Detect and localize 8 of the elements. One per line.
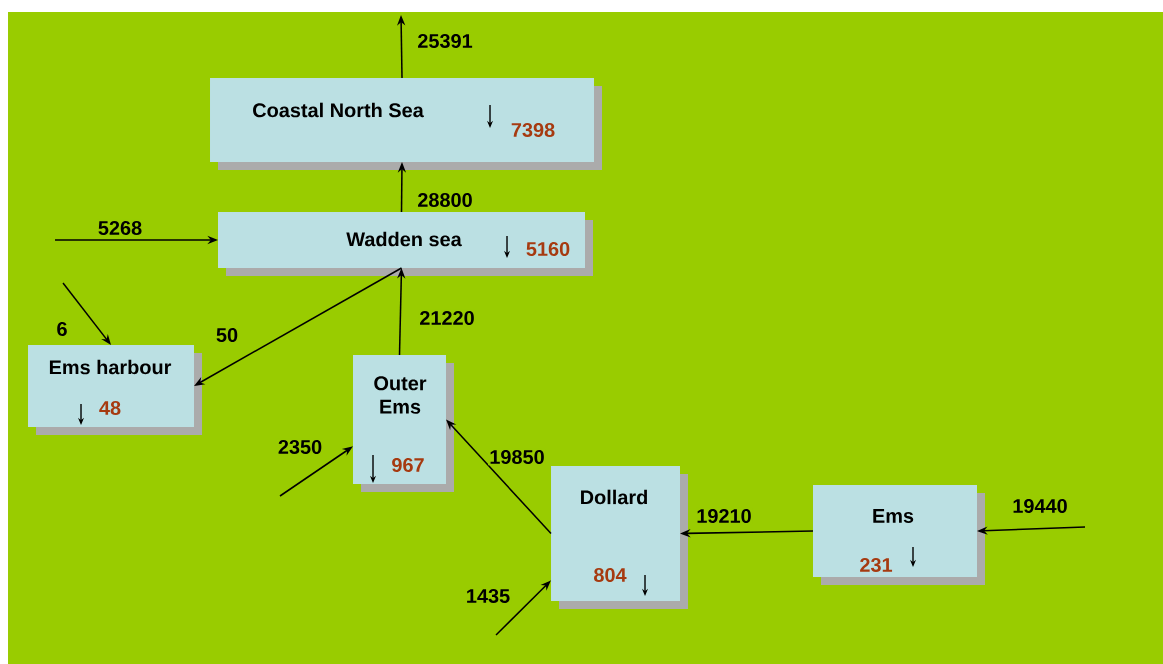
arrow xyxy=(279,446,353,497)
compartment-box: Outer Ems 967 xyxy=(353,355,454,492)
compartment-box: Dollard 804 xyxy=(551,466,688,609)
compartment-box: Wadden sea 5160 xyxy=(218,212,593,276)
compartment-box: Ems harbour 48 xyxy=(28,345,202,435)
compartment-box: Ems 231 xyxy=(813,485,985,585)
arrow xyxy=(62,282,111,345)
compartment-box: Coastal North Sea 7398 xyxy=(210,78,602,170)
